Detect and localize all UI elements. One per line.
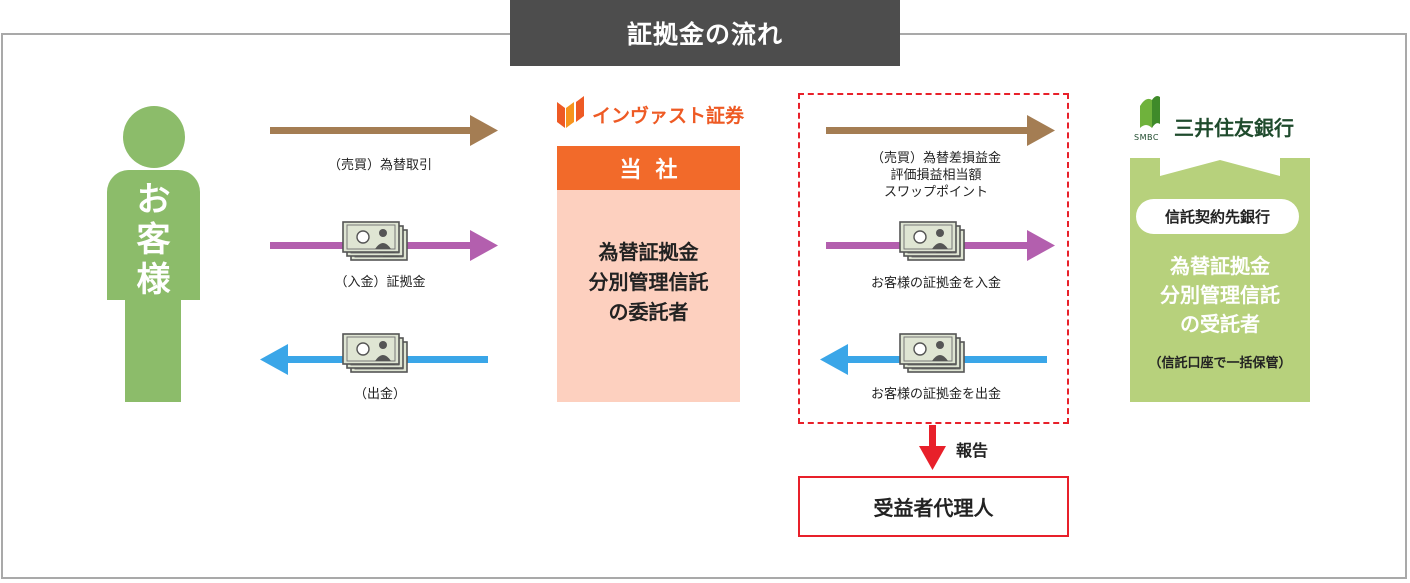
bank-note: （信託口座で一括保管） (1148, 356, 1292, 371)
trade-arrow-left (270, 115, 498, 146)
customer-body (107, 170, 200, 300)
deposit-label-right: お客様の証拠金を入金 (870, 276, 1001, 291)
withdraw-label-left: （出金） (353, 387, 406, 402)
banknote-icon (343, 222, 407, 260)
bank-line: 為替証拠金 (1170, 254, 1270, 278)
bank-line: の受託者 (1180, 312, 1260, 336)
company-line: 分別管理信託 (588, 270, 709, 294)
customer-legs (125, 298, 181, 402)
customer-label-char: 様 (136, 260, 171, 300)
report-label: 報告 (956, 441, 989, 460)
withdraw-label-right: お客様の証拠金を出金 (870, 387, 1001, 402)
smbc-logo-sub: SMBC (1134, 133, 1159, 142)
diagram-title: 証拠金の流れ (510, 0, 900, 66)
invast-logo-text: インヴァスト証券 (592, 105, 745, 127)
bank-line: 分別管理信託 (1160, 283, 1280, 307)
trade-label-line: （売買）為替差損益金 (870, 151, 1001, 166)
bank-name: 三井住友銀行 (1174, 116, 1294, 140)
trade-label-left: （売買）為替取引 (327, 158, 432, 173)
trade-arrow-right (826, 115, 1055, 146)
banknote-icon (343, 334, 407, 372)
trust-bank-pill: 信託契約先銀行 (1136, 199, 1299, 234)
company-description: 為替証拠金 分別管理信託 の委託者 (557, 237, 740, 327)
bank-description: 為替証拠金 分別管理信託 の受託者 (1130, 252, 1310, 339)
customer-label-char: 客 (136, 220, 171, 260)
trade-label-right: （売買）為替差損益金 評価損益相当額 スワップポイント (836, 150, 1036, 201)
report-arrow (919, 425, 946, 470)
beneficiary-agent-box: 受益者代理人 (798, 476, 1069, 537)
company-line: 為替証拠金 (598, 240, 699, 264)
trade-label-line: スワップポイント (883, 185, 988, 200)
customer-label-char: お (136, 180, 171, 220)
company-line: の委託者 (608, 300, 689, 324)
customer-label: お 客 様 (107, 180, 200, 300)
company-header: 当社 (557, 146, 740, 190)
deposit-label-left: （入金）証拠金 (334, 275, 426, 290)
company-box (557, 190, 740, 402)
customer-head (123, 106, 185, 168)
invast-logo-icon (557, 96, 584, 128)
smbc-logo-icon (1140, 96, 1160, 128)
trust-flow-box (798, 93, 1069, 424)
trade-label-line: 評価損益相当額 (890, 168, 982, 183)
